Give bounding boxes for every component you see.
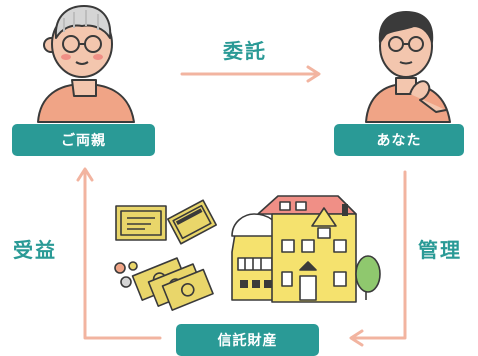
benefit-label: 受益	[13, 238, 57, 262]
document-stack-icon	[166, 199, 218, 245]
coins-icon	[114, 261, 138, 288]
tree-icon	[355, 255, 381, 300]
entrust-arrow	[180, 65, 321, 83]
entrust-label: 委託	[223, 39, 267, 63]
parents-badge: ご両親	[12, 124, 155, 156]
parents-illustration	[37, 5, 135, 123]
trust-property-illustration	[114, 195, 381, 311]
manage-arrow	[349, 170, 407, 347]
you-badge: あなた	[334, 124, 464, 156]
manage-label: 管理	[418, 238, 462, 262]
you-illustration	[365, 11, 451, 123]
house-icon	[231, 195, 357, 303]
certificate-icon	[115, 205, 167, 241]
benefit-arrow	[76, 167, 162, 340]
banknotes-icon	[131, 257, 214, 311]
trust-property-badge: 信託財産	[176, 324, 319, 356]
